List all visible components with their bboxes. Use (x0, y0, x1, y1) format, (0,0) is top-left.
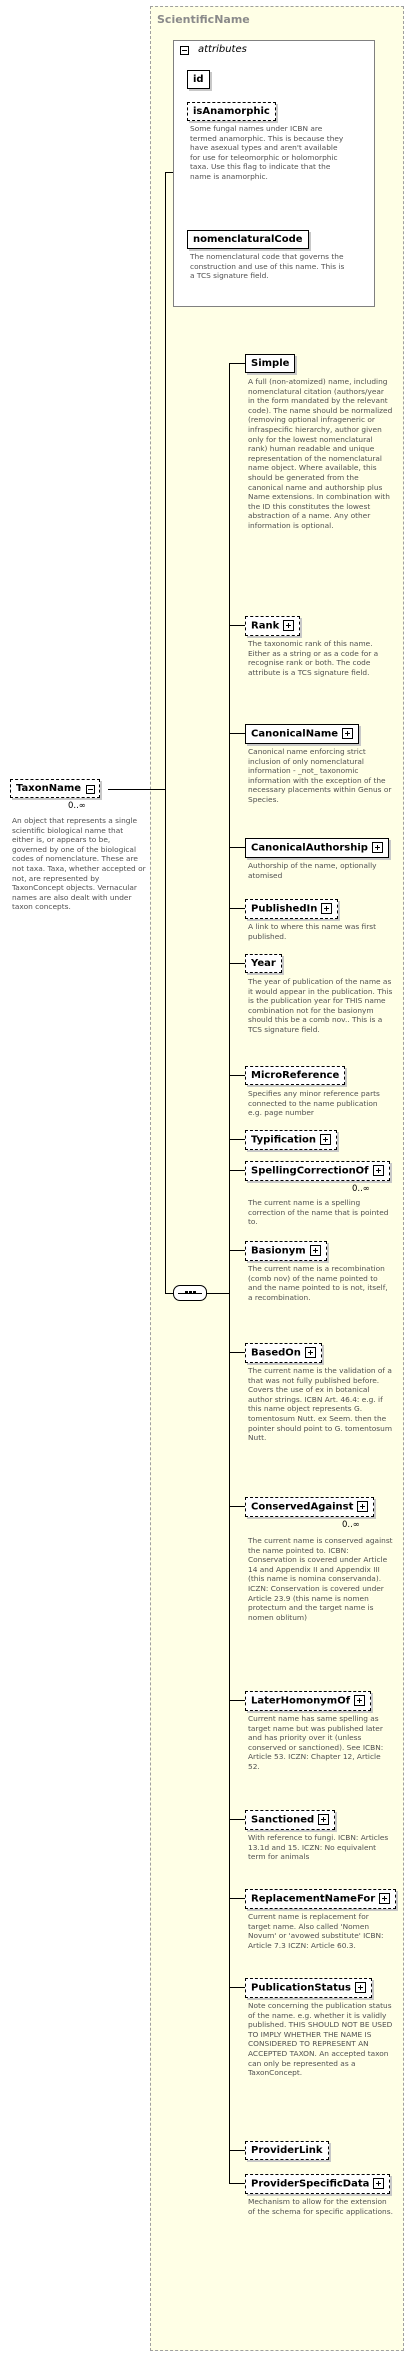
element-simple[interactable]: Simple (245, 354, 296, 373)
attribute-isanamorphic-desc: Some fungal names under ICBN are termed … (190, 124, 344, 181)
element-providerlink[interactable]: ProviderLink (245, 2141, 329, 2160)
element-publicationstatus[interactable]: PublicationStatus (245, 1978, 372, 1998)
expand-icon[interactable] (342, 728, 354, 739)
attribute-nomenclaturalcode-desc: The nomenclatural code that governs the … (190, 252, 345, 281)
element-year-desc: The year of publication of the name as i… (248, 977, 393, 1034)
attributes-title: attributes (198, 44, 247, 55)
connector-children (229, 363, 230, 2184)
element-basionym-desc: The current name is a recombination (com… (248, 1264, 388, 1302)
element-conservedagainst[interactable]: ConservedAgainst (245, 1497, 375, 1517)
element-laterhomonymof-desc: Current name has same spelling as target… (248, 1714, 384, 1771)
complex-type-title: ScientificName (157, 13, 250, 26)
element-basionym[interactable]: Basionym (245, 1241, 327, 1261)
expand-icon[interactable] (320, 1134, 332, 1145)
element-replacementnamefor[interactable]: ReplacementNameFor (245, 1889, 397, 1909)
expand-icon[interactable] (354, 1695, 366, 1706)
expand-icon[interactable] (372, 1165, 384, 1176)
element-basedon[interactable]: BasedOn (245, 1343, 322, 1363)
expand-icon[interactable] (371, 842, 383, 853)
connector-sequence (165, 1293, 173, 1294)
element-spellingcorrectionof-occurrence: 0..∞ (352, 1184, 370, 1194)
collapse-icon[interactable] (86, 785, 96, 794)
element-replacementnamefor-desc: Current name is replacement for target n… (248, 1912, 384, 1950)
connector-seq-out (207, 1293, 229, 1294)
element-publishedin[interactable]: PublishedIn (245, 899, 339, 919)
element-conservedagainst-desc: The current name is conserved against th… (248, 1536, 393, 1622)
expand-icon[interactable] (318, 1814, 330, 1825)
element-conservedagainst-occurrence: 0..∞ (342, 1520, 360, 1530)
expand-icon[interactable] (379, 1893, 391, 1904)
element-providerspecificdata[interactable]: ProviderSpecificData (245, 2174, 391, 2194)
expand-icon[interactable] (321, 903, 333, 914)
element-spellingcorrectionof[interactable]: SpellingCorrectionOf (245, 1161, 390, 1181)
expand-icon[interactable] (304, 1347, 316, 1358)
connector-root (108, 789, 165, 790)
root-element-taxonname[interactable]: TaxonName (10, 779, 101, 798)
element-laterhomonymof[interactable]: LaterHomonymOf (245, 1691, 372, 1711)
element-canonicalname[interactable]: CanonicalName (245, 724, 360, 744)
element-simple-desc: A full (non-atomized) name, including no… (248, 377, 393, 530)
element-publicationstatus-desc: Note concerning the publication status o… (248, 2001, 393, 2078)
connector-trunk (165, 172, 166, 1293)
element-providerspecificdata-desc: Mechanism to allow for the extension of … (248, 2197, 393, 2216)
element-microreference-desc: Specifies any minor reference parts conn… (248, 1089, 380, 1118)
element-rank-desc: The taxonomic rank of this name. Either … (248, 639, 379, 677)
element-canonicalname-desc: Canonical name enforcing strict inclusio… (248, 747, 392, 804)
expand-icon[interactable] (357, 1501, 369, 1512)
element-rank[interactable]: Rank (245, 616, 301, 636)
element-year[interactable]: Year (245, 954, 282, 973)
element-sanctioned-desc: With reference to fungi. ICBN: Articles … (248, 1833, 389, 1862)
expand-icon[interactable] (373, 2178, 385, 2189)
expand-icon[interactable] (354, 1982, 366, 1993)
attribute-id[interactable]: id (187, 70, 210, 89)
expand-icon[interactable] (309, 1245, 321, 1256)
element-publishedin-desc: A link to where this name was first publ… (248, 922, 377, 941)
element-basedon-desc: The current name is the validation of a … (248, 1366, 393, 1443)
collapse-icon[interactable] (180, 46, 189, 55)
connector-attributes (165, 172, 173, 173)
root-desc: An object that represents a single scien… (12, 816, 146, 912)
root-element-label: TaxonName (16, 783, 82, 794)
sequence-compositor[interactable] (173, 1285, 207, 1301)
element-canonicalauthorship[interactable]: CanonicalAuthorship (245, 838, 389, 858)
element-sanctioned[interactable]: Sanctioned (245, 1810, 336, 1830)
attribute-isanamorphic[interactable]: isAnamorphic (187, 102, 276, 121)
element-spellingcorrectionof-desc: The current name is a spelling correctio… (248, 1198, 389, 1227)
element-canonicalauthorship-desc: Authorship of the name, optionally atomi… (248, 861, 377, 880)
attribute-nomenclaturalcode[interactable]: nomenclaturalCode (187, 230, 309, 249)
root-occurrence: 0..∞ (68, 801, 86, 811)
expand-icon[interactable] (283, 620, 295, 631)
element-typification[interactable]: Typification (245, 1130, 338, 1150)
element-microreference[interactable]: MicroReference (245, 1066, 346, 1085)
